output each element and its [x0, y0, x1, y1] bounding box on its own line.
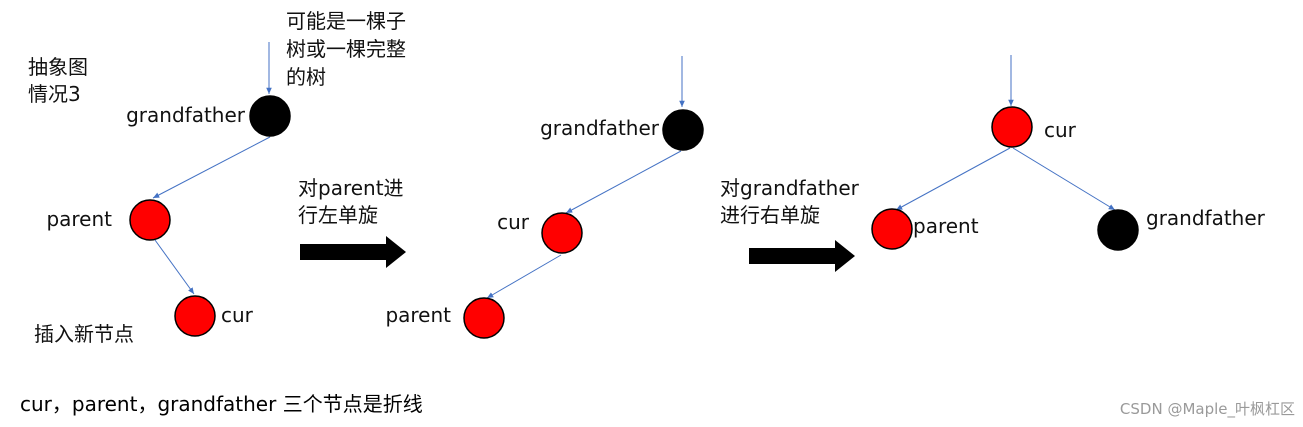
label-cur: cur	[1044, 118, 1077, 142]
watermark: CSDN @Maple_叶枫杠区	[1120, 400, 1295, 419]
transition-1-line-1: 对parent进	[298, 176, 404, 200]
inserted-node-note: 插入新节点	[34, 322, 134, 346]
node-cur	[541, 212, 583, 254]
tree-after-right-rotation: cur parent grandfather	[871, 55, 1266, 251]
edge-parent-cur	[154, 239, 195, 295]
edge-grandfather-parent	[152, 136, 271, 199]
node-parent	[871, 208, 913, 250]
node-cur	[174, 295, 216, 337]
diagram-title-line-1: 抽象图	[28, 55, 88, 79]
transition-1-line-2: 行左单旋	[298, 203, 378, 227]
node-grandfather	[662, 109, 704, 151]
edge-grandfather-cur	[565, 150, 682, 214]
edge-cur-grandfather	[1012, 147, 1116, 211]
transition-1-arrow	[300, 236, 406, 268]
edge-cur-parent	[895, 147, 1011, 211]
transition-2-line-1: 对grandfather	[720, 176, 860, 200]
label-parent: parent	[46, 207, 112, 231]
tree-after-left-rotation: grandfather cur parent	[385, 56, 704, 339]
subtree-note-line-3: 的树	[286, 65, 326, 89]
tree-original: grandfather parent cur	[46, 42, 291, 337]
label-grandfather: grandfather	[540, 116, 660, 140]
label-cur: cur	[221, 303, 254, 327]
transition-2-line-2: 进行右单旋	[720, 203, 820, 227]
node-parent	[129, 199, 171, 241]
edge-cur-parent	[486, 254, 562, 299]
transition-2-arrow	[749, 240, 855, 272]
label-grandfather: grandfather	[1146, 206, 1266, 230]
diagram-title-line-2: 情况3	[28, 82, 81, 106]
node-cur	[991, 106, 1033, 148]
label-parent: parent	[385, 303, 451, 327]
subtree-note-line-2: 树或一棵完整	[286, 37, 406, 61]
node-grandfather	[249, 95, 291, 137]
label-grandfather: grandfather	[126, 103, 246, 127]
node-grandfather	[1097, 209, 1139, 251]
bottom-caption: cur，parent，grandfather 三个节点是折线	[20, 392, 423, 416]
label-parent: parent	[913, 214, 979, 238]
subtree-note-line-1: 可能是一棵子	[286, 9, 406, 33]
label-cur: cur	[497, 210, 530, 234]
node-parent	[463, 297, 505, 339]
